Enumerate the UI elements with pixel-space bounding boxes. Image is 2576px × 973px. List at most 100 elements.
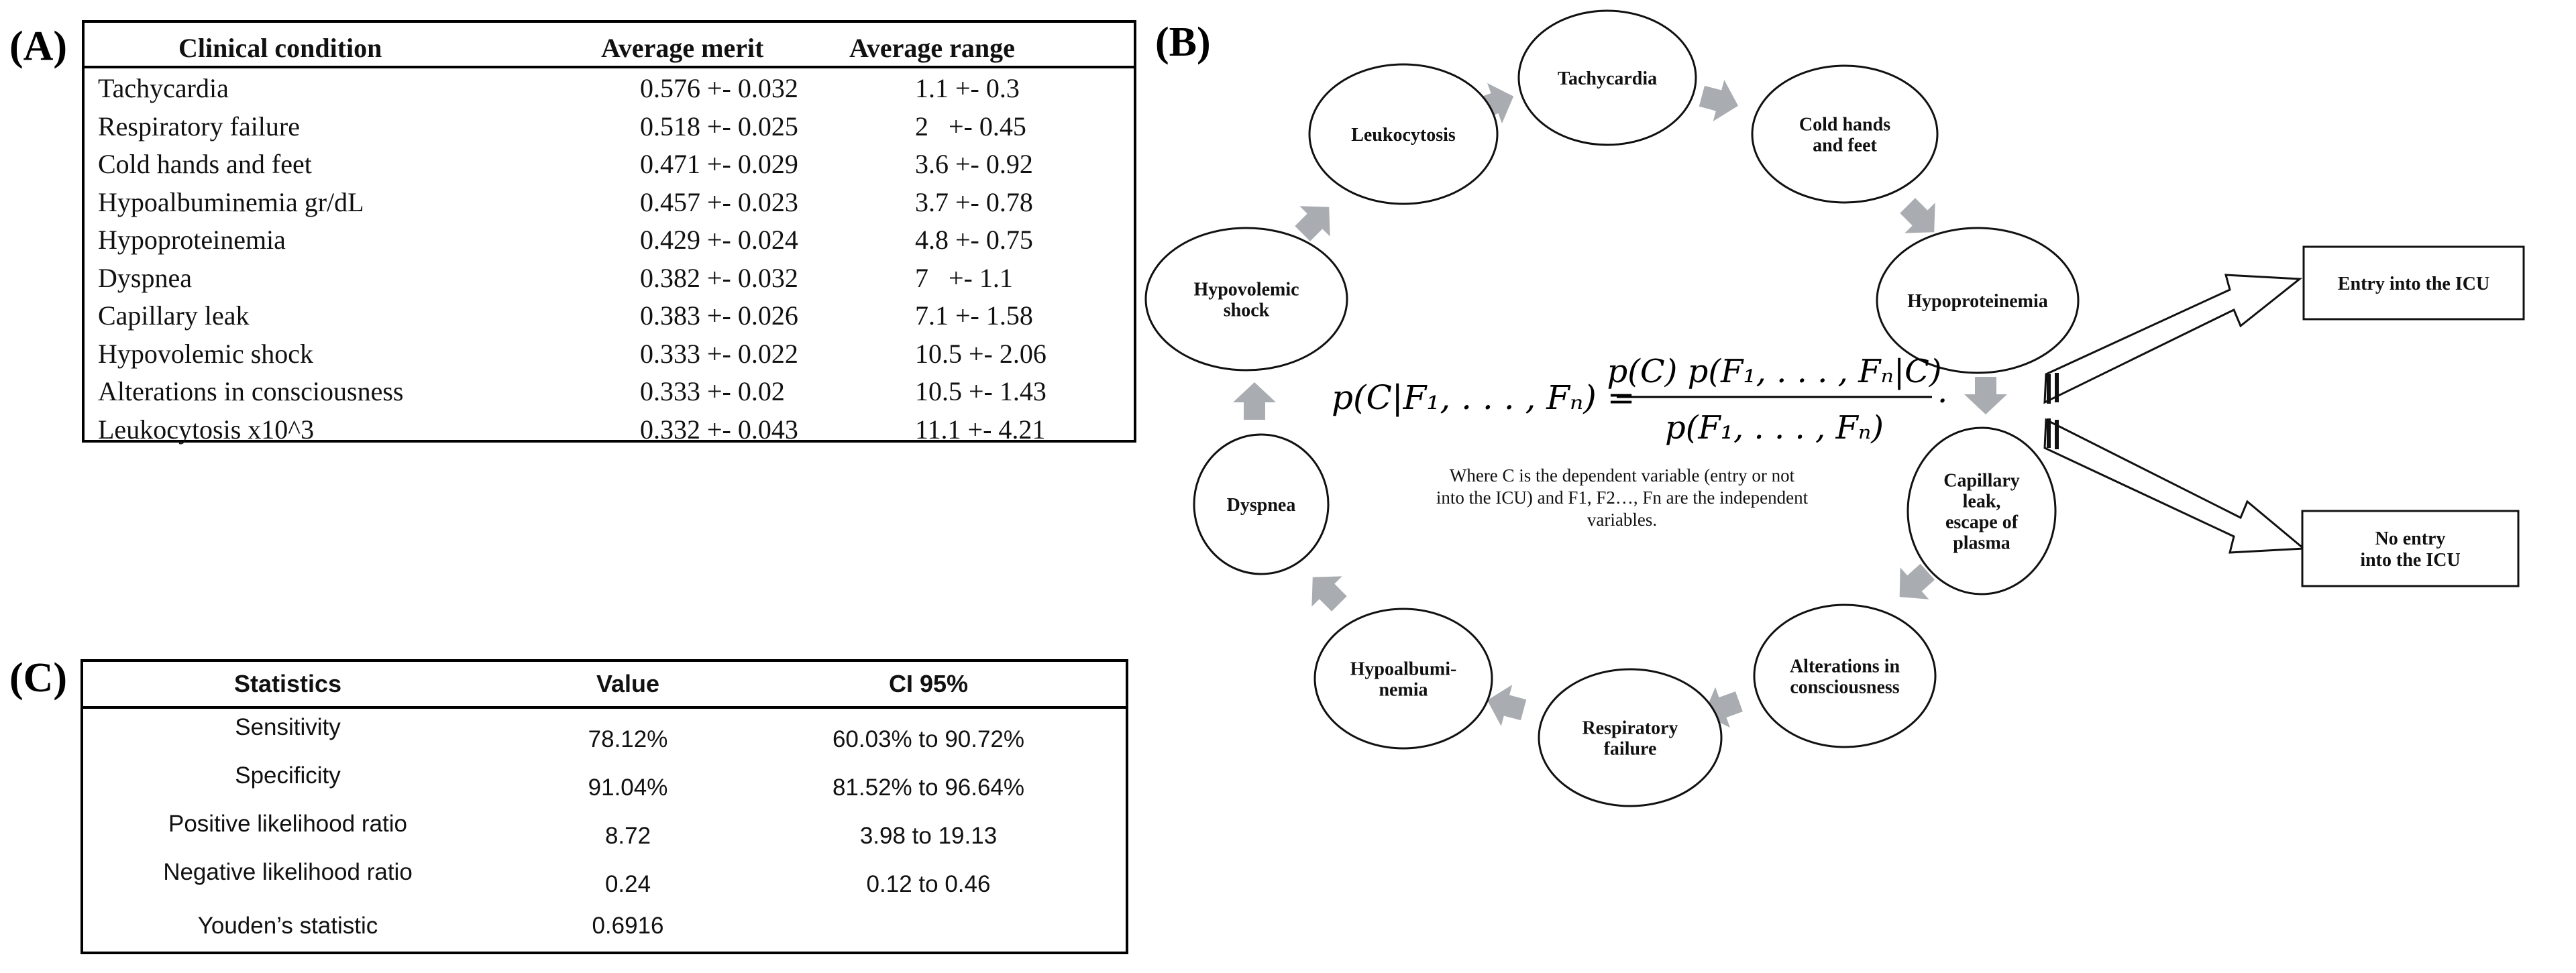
statistic-cell: Negative likelihood ratio — [163, 859, 413, 885]
value-cell: 8.72 — [604, 823, 651, 849]
range-cell: 3.7 +- 0.78 — [915, 186, 1033, 217]
merit-cell: 0.576 +- 0.032 — [640, 73, 798, 103]
bayes-formula: p(C|F₁, . . . , Fₙ) = p(C) p(F₁, . . . ,… — [1332, 353, 1947, 447]
node-ellipse — [1753, 604, 1937, 748]
outcome-box-border — [2302, 245, 2525, 321]
header-clinical-condition: Clinical condition — [178, 33, 382, 63]
range-cell: 7 +- 1.1 — [915, 262, 1013, 293]
panel-label-c: (C) — [9, 655, 68, 701]
node-label: and feet — [1813, 135, 1877, 156]
range-cell: 1.1 +- 0.3 — [915, 73, 1020, 103]
statistic-cell: Positive likelihood ratio — [168, 811, 408, 837]
range-cell: 10.5 +- 1.43 — [915, 376, 1046, 406]
node-label: Capillary — [1943, 471, 2020, 492]
cycle-arrow — [1233, 382, 1276, 420]
table-row: Sensitivity 78.12% 60.03% to 90.72% — [83, 662, 1126, 752]
value-cell: 91.04% — [588, 775, 668, 801]
condition-cell: Tachycardia — [98, 73, 229, 103]
merit-cell: 0.471 +- 0.029 — [640, 149, 798, 179]
node-label: Dyspnea — [1227, 495, 1296, 516]
cycle-arrow — [1699, 80, 1738, 121]
node-ellipse — [1144, 227, 1348, 371]
ci-cell: 60.03% to 90.72% — [832, 726, 1025, 752]
entry-arrow — [2043, 274, 2303, 404]
node-ellipse — [1907, 426, 2057, 595]
node-label: plasma — [1953, 533, 2010, 554]
node-ellipse — [1313, 608, 1493, 750]
node-ellipse — [1308, 63, 1499, 205]
condition-cell: Hypoalbuminemia gr/dL — [98, 186, 364, 217]
condition-cell: Leukocytosis x10^3 — [98, 414, 315, 445]
cycle-arrow — [1295, 206, 1330, 241]
node-label: consciousness — [1790, 677, 1899, 698]
clinical-condition-table: Clinical condition Average merit Average… — [82, 20, 1136, 445]
header-average-range: Average range — [849, 33, 1015, 63]
header-value: Value — [596, 670, 660, 697]
node-ellipse — [1751, 64, 1939, 204]
node-hypoproteinemia: Hypoproteinemia — [1876, 227, 2080, 374]
node-label: leak, — [1963, 492, 2001, 512]
node-label: Tachycardia — [1558, 68, 1657, 89]
formula-period: . — [1937, 373, 1947, 410]
merit-cell: 0.332 +- 0.043 — [640, 414, 798, 445]
formula-numerator: p(C) p(F₁, . . . , Fₙ|C) — [1607, 353, 1941, 390]
condition-cell: Hypovolemic shock — [98, 338, 314, 369]
panel-label-a: (A) — [9, 23, 68, 69]
merit-cell: 0.382 +- 0.032 — [640, 262, 798, 293]
cycle-arrow — [1487, 685, 1527, 726]
statistic-cell: Specificity — [235, 762, 341, 789]
note-line: into the ICU) and F1, F2…, Fn are the in… — [1436, 488, 1809, 508]
cycle-arrow — [1311, 576, 1347, 612]
outcome-box-border — [2301, 510, 2520, 587]
range-cell: 10.5 +- 2.06 — [915, 338, 1046, 369]
node-label: Hypoproteinemia — [1907, 291, 2047, 312]
value-cell: 0.24 — [604, 871, 651, 897]
cycle-arrow — [1900, 198, 1935, 233]
condition-cell: Respiratory failure — [98, 111, 300, 141]
panel-label-b: (B) — [1155, 19, 1211, 65]
note-line: Where C is the dependent variable (entry… — [1450, 465, 1795, 485]
statistic-cell: Youden’s statistic — [197, 913, 378, 939]
node-label: Leukocytosis — [1351, 125, 1456, 146]
node-label: Alterations in — [1790, 656, 1900, 677]
header-ci: CI 95% — [888, 670, 969, 697]
outcome-label: Entry into the ICU — [2338, 274, 2489, 294]
node-ellipse — [1876, 227, 2080, 374]
statistic-cell: Sensitivity — [235, 714, 341, 740]
value-cell: 78.12% — [588, 726, 668, 752]
outcome-label: into the ICU — [2360, 550, 2460, 571]
value-cell: 0.6916 — [592, 913, 664, 939]
node-label: Hypovolemic — [1193, 280, 1299, 300]
merit-cell: 0.383 +- 0.026 — [640, 300, 798, 331]
entry-icu-box: Entry into the ICU — [2302, 245, 2525, 321]
formula-denominator: p(F₁, . . . , Fₙ) — [1665, 409, 1884, 447]
node-label: Hypoalbumi- — [1350, 659, 1457, 680]
node-label: escape of — [1945, 512, 2019, 533]
header-average-merit: Average merit — [601, 33, 764, 63]
merit-cell: 0.457 +- 0.023 — [640, 186, 798, 217]
formula-note: Where C is the dependent variable (entry… — [1436, 465, 1809, 530]
condition-cell: Alterations in consciousness — [98, 376, 404, 406]
condition-cell: Hypoproteinemia — [98, 225, 286, 255]
table-row: Hypoalbuminemia gr/dL 0.457 +- 0.023 3.7 +… — [85, 184, 1134, 221]
merit-cell: 0.518 +- 0.025 — [640, 111, 798, 141]
formula-lhs: p(C|F₁, . . . , Fₙ) = — [1332, 378, 1635, 417]
node-ellipse — [1538, 668, 1723, 807]
node-label: shock — [1224, 300, 1270, 321]
